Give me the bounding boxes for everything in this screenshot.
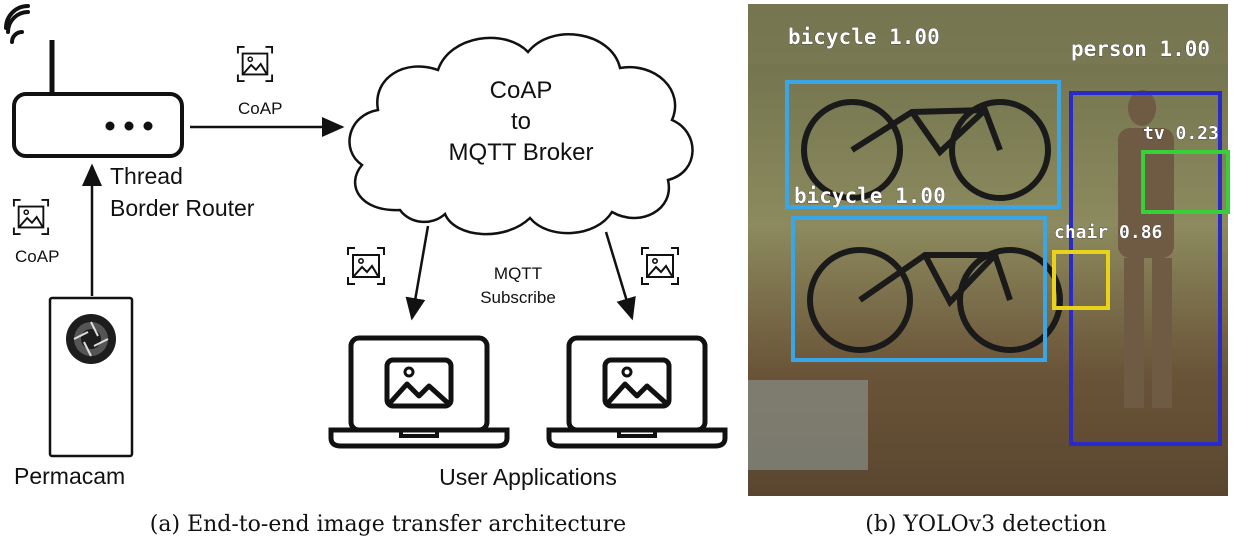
router-label-line1: Thread xyxy=(110,163,183,189)
image-icon xyxy=(641,247,679,285)
image-icon xyxy=(236,45,274,83)
camera-label: Permacam xyxy=(14,463,125,489)
laptop-icon xyxy=(331,338,507,446)
caption-b: (b) YOLOv3 detection xyxy=(865,512,1106,537)
detection-photo xyxy=(748,4,1228,496)
panel-b: bicycle 1.00 person 1.00 tv 0.23 bicycle… xyxy=(748,4,1230,537)
cloud-line2: to xyxy=(511,108,531,135)
detection-label-bicycle-bottom: bicycle 1.00 xyxy=(794,184,946,208)
camera-lens-icon xyxy=(66,314,116,364)
arrow-cloud-to-app-2 xyxy=(604,231,636,321)
permacam-device xyxy=(48,296,134,458)
image-icon xyxy=(12,198,50,236)
thread-border-router xyxy=(12,40,184,158)
cloud-line1: CoAP xyxy=(490,77,553,104)
panel-a: Thread Border Router CoAP CoAP Permacam … xyxy=(4,4,725,537)
detection-label-chair: chair 0.86 xyxy=(1054,222,1162,243)
coap-tag-left: CoAP xyxy=(15,247,59,266)
router-label-line2: Border Router xyxy=(110,195,255,221)
box-tv xyxy=(1141,150,1230,214)
cloud-line3: MQTT Broker xyxy=(449,139,594,166)
laptop-icon xyxy=(549,338,725,446)
coap-tag-top: CoAP xyxy=(238,99,282,118)
cloud-icon xyxy=(348,33,694,236)
wifi-icon xyxy=(4,4,30,44)
box-bicycle-top xyxy=(785,80,1061,209)
detection-boxes xyxy=(785,80,1230,446)
box-person xyxy=(1069,91,1222,446)
arrow-cloud-to-app-1 xyxy=(405,225,430,321)
detection-label-tv: tv 0.23 xyxy=(1143,123,1219,144)
mqtt-line2: Subscribe xyxy=(480,288,556,307)
detection-label-person: person 1.00 xyxy=(1071,37,1210,61)
apps-label: User Applications xyxy=(439,464,617,490)
mqtt-line1: MQTT xyxy=(494,264,542,283)
detection-label-bicycle-top: bicycle 1.00 xyxy=(788,25,940,49)
caption-a: (a) End-to-end image transfer architectu… xyxy=(150,512,626,537)
box-chair xyxy=(1052,250,1110,310)
box-bicycle-bottom xyxy=(791,216,1047,362)
image-icon xyxy=(347,247,385,285)
